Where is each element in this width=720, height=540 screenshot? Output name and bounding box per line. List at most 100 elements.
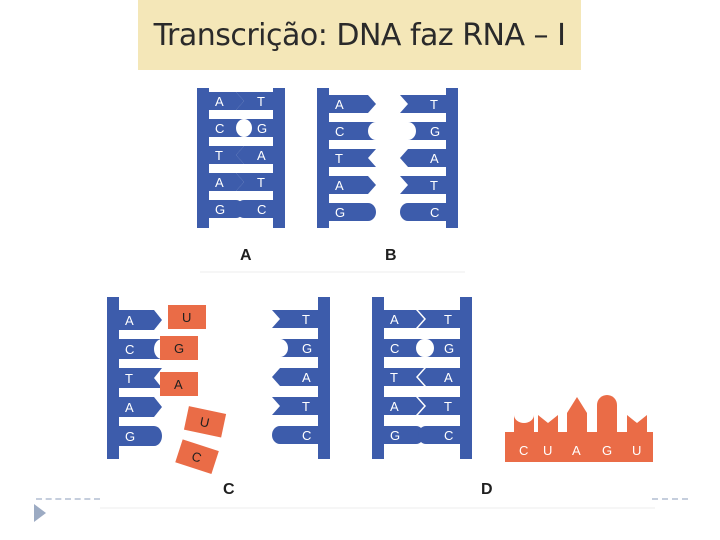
dna-base-right xyxy=(236,173,273,191)
dna-base-left xyxy=(384,426,424,444)
dna-base-right xyxy=(418,368,460,386)
base-label: C xyxy=(257,202,266,217)
dna-base-right xyxy=(418,310,460,328)
base-label: A xyxy=(390,399,399,414)
rna-nucleotide-body xyxy=(160,336,198,360)
dna-base-right xyxy=(418,397,460,415)
base-label: G xyxy=(302,341,312,356)
base-label: T xyxy=(430,178,438,193)
dna-base-left xyxy=(329,176,376,194)
base-label: T xyxy=(390,370,398,385)
base-label: T xyxy=(335,151,343,166)
base-label: G xyxy=(444,341,454,356)
dna-base-left xyxy=(209,92,244,110)
dna-base-right xyxy=(400,203,446,221)
base-label: A xyxy=(390,312,399,327)
dna-base-right xyxy=(400,149,446,167)
dna-base-left xyxy=(329,203,376,221)
dna-base-left xyxy=(119,339,162,359)
base-label: T xyxy=(215,148,223,163)
dna-base-left xyxy=(329,149,376,167)
title-banner: Transcrição: DNA faz RNA – I xyxy=(138,0,581,70)
base-label: T xyxy=(444,312,452,327)
dna-base-right xyxy=(244,119,273,137)
dna-backbone-left xyxy=(197,88,209,228)
slide-title: Transcrição: DNA faz RNA – I xyxy=(153,18,566,53)
dna-base-left xyxy=(209,119,244,137)
panel-label-c: C xyxy=(223,481,235,498)
base-label: C xyxy=(335,124,344,139)
base-label: U xyxy=(543,443,552,458)
dna-backbone-right xyxy=(460,297,472,459)
dna-base-right xyxy=(272,310,318,328)
panel-label-b: B xyxy=(385,247,397,264)
base-label: T xyxy=(302,312,310,327)
rna-nucleotide-body xyxy=(160,372,198,396)
dna-base-left xyxy=(384,339,424,357)
base-label: T xyxy=(257,175,265,190)
base-label: G xyxy=(390,428,400,443)
rna-nucleotide: U xyxy=(183,406,227,438)
base-label: G xyxy=(257,121,267,136)
base-label: U xyxy=(198,414,210,431)
base-label: U xyxy=(632,443,641,458)
base-label: C xyxy=(125,342,134,357)
rna-nucleotide: G xyxy=(160,336,198,360)
dna-base-right xyxy=(400,95,446,113)
footer-rule xyxy=(652,498,688,500)
rna-backbone xyxy=(505,432,653,462)
panel-label-d: D xyxy=(481,481,493,498)
base-label: A xyxy=(125,313,134,328)
dna-backbone-right xyxy=(273,88,285,228)
base-label: A xyxy=(572,443,581,458)
dna-base-left xyxy=(384,310,424,328)
dna-base-left xyxy=(209,146,244,164)
base-label: A xyxy=(257,148,266,163)
rna-nucleotide-body xyxy=(168,305,206,329)
base-label: C xyxy=(302,428,311,443)
base-label: G xyxy=(602,443,612,458)
dna-base-right xyxy=(280,339,318,357)
dna-base-left xyxy=(119,310,162,330)
base-label: C xyxy=(390,341,399,356)
base-label: A xyxy=(302,370,311,385)
base-label: U xyxy=(182,310,191,325)
dna-backbone-right xyxy=(446,88,458,228)
base-label: A xyxy=(174,377,183,392)
base-label: T xyxy=(444,399,452,414)
rna-base xyxy=(627,415,647,432)
rna-nucleotide-body xyxy=(175,439,219,474)
rna-nucleotide-body xyxy=(183,406,227,438)
dna-base-right xyxy=(236,146,273,164)
dna-base-right xyxy=(272,368,318,386)
base-label: A xyxy=(335,97,344,112)
dna-base-right xyxy=(236,200,273,218)
rna-base xyxy=(597,395,617,432)
rna-nucleotide: U xyxy=(168,305,206,329)
base-label: A xyxy=(430,151,439,166)
dna-base-left xyxy=(119,368,162,388)
dna-base-left xyxy=(209,173,244,191)
dna-base-right xyxy=(236,92,273,110)
base-label: C xyxy=(190,448,204,465)
dna-base-left xyxy=(384,368,424,386)
dna-base-right xyxy=(272,426,318,444)
footer-rule xyxy=(36,498,100,500)
dna-base-left xyxy=(119,426,162,446)
dna-base-left xyxy=(119,397,162,417)
rna-base xyxy=(514,415,534,432)
base-label: C xyxy=(215,121,224,136)
panel-label-a: A xyxy=(240,247,252,264)
base-label: G xyxy=(215,202,225,217)
dna-base-left xyxy=(329,122,376,140)
dna-base-left xyxy=(209,200,244,218)
base-label: G xyxy=(174,341,184,356)
rna-nucleotide: C xyxy=(175,439,219,474)
rna-nucleotide: A xyxy=(160,372,198,396)
base-label: A xyxy=(215,175,224,190)
base-label: A xyxy=(335,178,344,193)
dna-base-right xyxy=(272,397,318,415)
base-label: A xyxy=(444,370,453,385)
base-label: C xyxy=(430,205,439,220)
